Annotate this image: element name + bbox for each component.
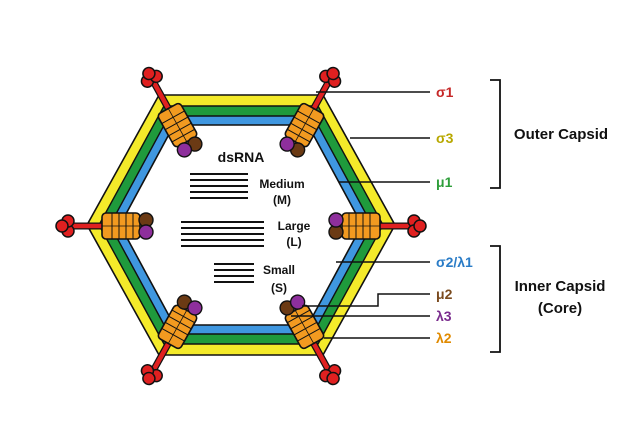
- outer-capsid-label: Outer Capsid: [514, 126, 608, 143]
- core-label: (Core): [538, 300, 582, 317]
- outer-capsid-bracket: [490, 79, 501, 189]
- protein-label-lambda3: λ3: [436, 308, 452, 324]
- rna-small-stripes: [214, 263, 254, 283]
- medium-abbr-label: (M): [273, 193, 291, 207]
- leader-lines: [291, 91, 430, 339]
- medium-label: Medium: [259, 177, 304, 191]
- protein-label-sigma3: σ3: [436, 130, 454, 146]
- dsrna-label: dsRNA: [218, 149, 265, 165]
- protein-label-sigma2-lambda1: σ2/λ1: [436, 254, 473, 270]
- protein-label-sigma1: σ1: [436, 84, 454, 100]
- small-label: Small: [263, 263, 295, 277]
- rna-medium-stripes: [190, 173, 248, 199]
- inner-capsid-bracket: [490, 245, 501, 353]
- inner-capsid-label: Inner Capsid: [515, 278, 606, 295]
- protein-label-mu1: μ1: [436, 174, 453, 190]
- protein-label-lambda2: λ2: [436, 330, 452, 346]
- turret-right: [329, 213, 426, 239]
- large-abbr-label: (L): [286, 235, 301, 249]
- rna-large-stripes: [181, 221, 264, 247]
- turret-left: [56, 213, 153, 239]
- large-label: Large: [278, 219, 311, 233]
- protein-label-mu2: μ2: [436, 286, 453, 302]
- small-abbr-label: (S): [271, 281, 287, 295]
